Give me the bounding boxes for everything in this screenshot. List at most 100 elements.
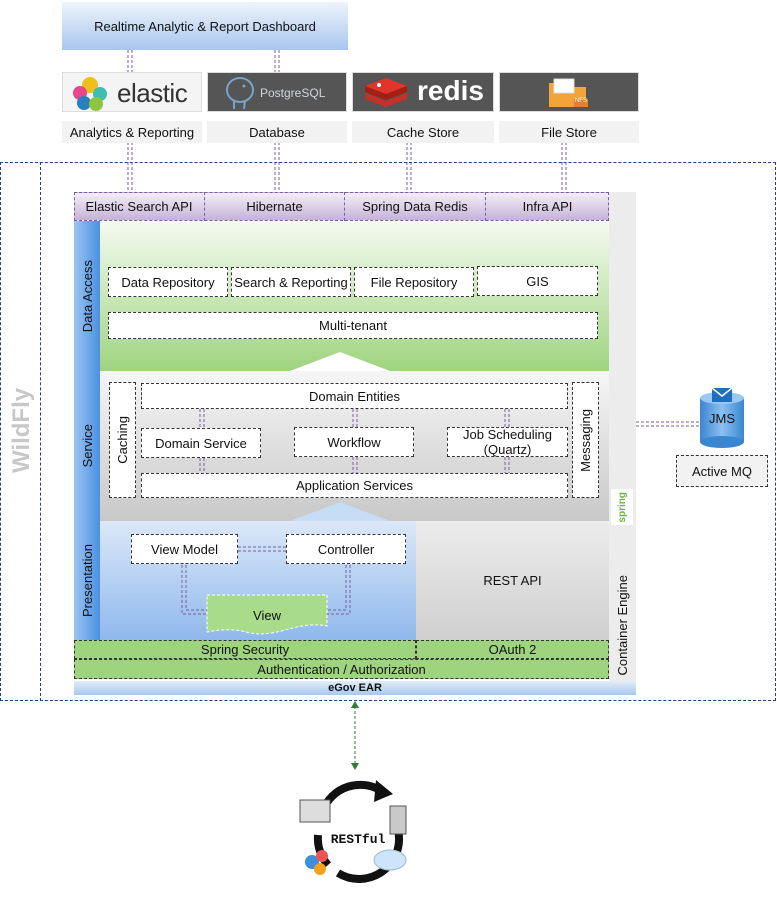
restful-label: RESTful (318, 830, 398, 848)
active-mq: Active MQ (676, 455, 768, 487)
container-engine-text: Container Engine (615, 574, 630, 676)
wildfly-frame (0, 162, 776, 701)
api-spring-data-redis: Spring Data Redis (345, 192, 486, 221)
component-label: Multi-tenant (319, 318, 387, 333)
oauth2: OAuth 2 (416, 640, 609, 659)
data-repository: Data Repository (108, 267, 228, 297)
api-bar (74, 192, 609, 221)
gis: GIS (477, 266, 598, 296)
layer-label-text: Data Access (79, 259, 95, 333)
spring-logo: spring (611, 489, 633, 525)
mvc-connectors (181, 546, 351, 615)
component-label: Search & Reporting (234, 274, 348, 290)
wildfly-inner-frame (40, 162, 776, 701)
wildfly-logo-text: WildFly (8, 387, 35, 473)
folder-icon (549, 78, 588, 107)
authentication-authorization: Authentication / Authorization (74, 659, 609, 679)
component-label: Domain Service (155, 435, 247, 451)
controller: Controller (286, 534, 406, 564)
store-label-text: Cache Store (386, 124, 460, 140)
component-label: Authentication / Authorization (257, 661, 426, 677)
spring-security: Spring Security (74, 640, 416, 659)
layer-label-text: Service (79, 424, 95, 468)
store-label-text: File Store (541, 124, 597, 140)
postgresql-logo-text: PostgreSQL (260, 86, 326, 100)
component-label: GIS (526, 273, 549, 289)
spring-logo-text: spring (616, 491, 628, 523)
component-label: Data Repository (121, 274, 215, 290)
container-engine-column (609, 192, 636, 695)
store-label-cache: Cache Store (352, 121, 494, 143)
domain-service: Domain Service (141, 428, 261, 458)
postgresql-elephant-icon (226, 77, 254, 110)
caching: Caching (109, 382, 136, 498)
component-label: Spring Security (200, 642, 290, 657)
component-label: Job Scheduling (463, 427, 552, 442)
component-label: Active MQ (692, 463, 752, 479)
api-label: Elastic Search API (85, 199, 193, 214)
component-label: Workflow (327, 434, 381, 450)
rest-api: REST API (416, 521, 609, 640)
api-label: Spring Data Redis (362, 199, 468, 214)
workflow: Workflow (294, 427, 414, 457)
wildfly-logo: WildFly (4, 365, 38, 495)
component-label-sub: (Quartz) (483, 442, 532, 457)
multi-tenant: Multi-tenant (108, 312, 598, 339)
layer-label-presentation: Presentation (74, 521, 100, 640)
container-engine-label: Container Engine (609, 560, 636, 690)
store-label-text: Analytics & Reporting (69, 124, 195, 140)
layer-label-service: Service (74, 371, 100, 521)
service-connectors (199, 409, 510, 473)
redis-logo-text: redis (417, 75, 484, 106)
dashboard-label: Realtime Analytic & Report Dashboard (94, 18, 316, 34)
nfs-logo-box: NFS (499, 72, 639, 112)
component-label: View (253, 607, 281, 623)
elastic-icon (73, 77, 107, 111)
component-label: Application Services (295, 478, 414, 493)
application-services: Application Services (141, 473, 568, 498)
view-model: View Model (131, 534, 238, 564)
store-label-text: Database (249, 124, 305, 140)
restful-text: RESTful (330, 831, 386, 847)
dashboard-box: Realtime Analytic & Report Dashboard (62, 2, 348, 50)
store-label-database: Database (207, 121, 347, 143)
elastic-logo-text: elastic (117, 78, 188, 108)
component-label: Domain Entities (308, 388, 401, 404)
api-infra: Infra API (486, 192, 609, 221)
view: View (206, 604, 328, 626)
egov-ear: eGov EAR (74, 681, 636, 695)
component-label: REST API (483, 573, 542, 588)
view-shape (206, 594, 328, 635)
store-label-file: File Store (499, 121, 639, 143)
top-connectors (127, 50, 567, 192)
jms-cylinder-icon (700, 387, 744, 448)
api-hibernate: Hibernate (205, 192, 345, 221)
layer-label-text: Presentation (79, 544, 95, 617)
component-label: OAuth 2 (488, 642, 537, 657)
nfs-badge-text: NFS (575, 98, 587, 104)
component-label: View Model (151, 541, 218, 557)
store-label-analytics: Analytics & Reporting (62, 121, 202, 143)
redis-logo-box: redis (352, 72, 494, 112)
component-label: Controller (317, 541, 375, 557)
layer-arrows (290, 352, 390, 521)
jms-text: JMS (709, 410, 735, 426)
component-label: eGov EAR (328, 681, 382, 694)
postgresql-logo-box: PostgreSQL (207, 72, 347, 112)
restful-cycle-icon (299, 780, 407, 883)
component-label: File Repository (370, 274, 458, 290)
messaging: Messaging (572, 382, 599, 498)
domain-entities: Domain Entities (141, 383, 568, 409)
job-scheduling: Job Scheduling (Quartz) (447, 427, 568, 457)
api-label: Infra API (522, 199, 573, 214)
restful-connector (351, 701, 359, 770)
file-repository: File Repository (354, 267, 474, 297)
elastic-logo-box: elastic (62, 72, 202, 112)
jms-connector (636, 421, 700, 427)
redis-cube-icon (365, 78, 407, 107)
search-reporting: Search & Reporting (231, 267, 351, 297)
api-elastic-search: Elastic Search API (74, 192, 205, 221)
jms-label: JMS (700, 410, 744, 426)
api-label: Hibernate (246, 199, 303, 214)
layer-label-data-access: Data Access (74, 221, 100, 371)
